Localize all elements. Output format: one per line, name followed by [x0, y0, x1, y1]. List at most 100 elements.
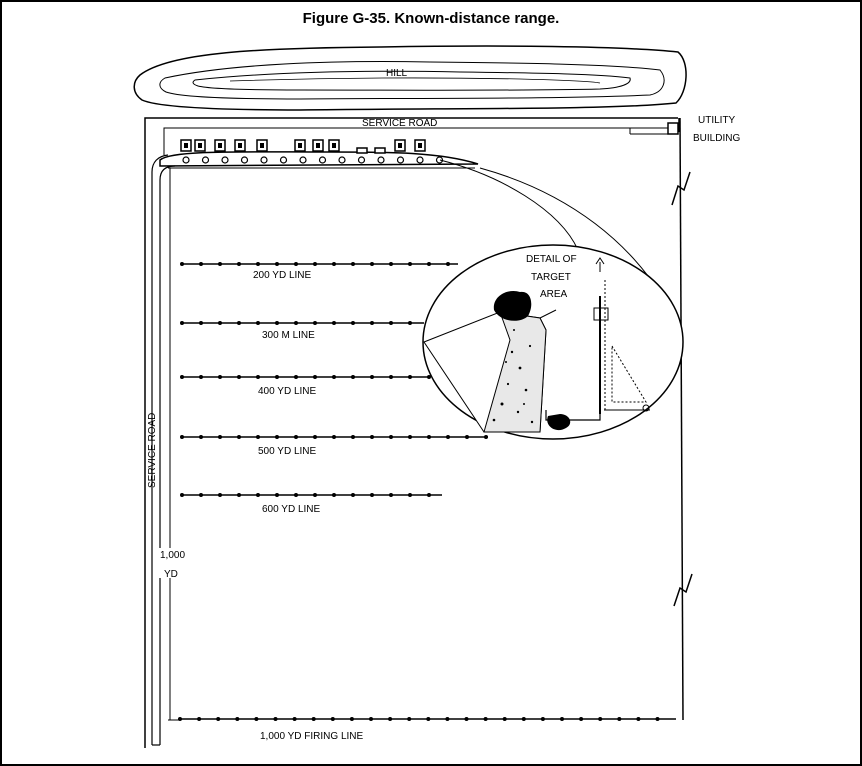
detail-label-line3: AREA: [540, 289, 568, 300]
utility-label-line1: UTILITY: [698, 115, 736, 126]
firing-point-marker: [199, 262, 203, 266]
firing-point-marker: [275, 435, 279, 439]
detail-label-line1: DETAIL OF: [526, 254, 577, 265]
lowered-target-frame: [374, 147, 386, 154]
firing-point-marker: [521, 717, 526, 721]
firing-point-marker: [294, 435, 298, 439]
target-number-post: [338, 156, 346, 164]
target-face: [238, 143, 242, 148]
firing-point-marker: [332, 435, 336, 439]
firing-point-marker: [180, 321, 184, 325]
firing-line-1000-yd: [178, 717, 676, 721]
firing-point-marker: [426, 717, 431, 721]
target-face: [260, 143, 264, 148]
firing-point-marker: [256, 435, 260, 439]
firing-point-marker: [370, 321, 374, 325]
utility-label-line2: BUILDING: [693, 133, 740, 144]
firing-point-marker: [218, 375, 222, 379]
firing-point-marker: [370, 493, 374, 497]
firing-point-marker: [235, 717, 240, 721]
service-road-top: [163, 127, 668, 155]
firing-point-marker: [446, 262, 450, 266]
firing-point-marker: [351, 435, 355, 439]
service-road-top-label: SERVICE ROAD: [362, 118, 437, 129]
target-number-post: [299, 156, 307, 164]
target-number-post: [357, 156, 366, 164]
target-frames: [180, 139, 426, 154]
target-number-post: [377, 156, 385, 164]
firing-point-marker: [218, 435, 222, 439]
firing-point-marker: [199, 435, 203, 439]
detail-label-line2: TARGET: [531, 272, 571, 283]
firing-point-marker: [294, 321, 298, 325]
firing-point-marker: [560, 717, 564, 721]
distance-marker: [168, 167, 180, 721]
firing-point-marker: [389, 375, 393, 379]
firing-point-marker: [275, 262, 279, 266]
target-face: [298, 143, 302, 148]
target-face: [418, 143, 422, 148]
firing-point-marker: [332, 493, 336, 497]
target-face: [332, 143, 336, 148]
firing-point-marker: [617, 717, 622, 721]
firing-point-marker: [199, 321, 203, 325]
firing-point-marker: [427, 493, 431, 497]
firing-point-marker: [351, 262, 355, 266]
firing-point-marker: [313, 435, 317, 439]
firing-point-marker: [313, 375, 317, 379]
firing-point-marker: [275, 321, 279, 325]
firing-point-marker: [256, 321, 260, 325]
firing-point-marker: [483, 717, 488, 721]
target-number-post: [182, 156, 190, 164]
firing-point-marker: [446, 435, 450, 439]
distance-label-bg: [158, 548, 180, 578]
firing-point-marker: [540, 717, 545, 721]
firing-point-marker: [180, 375, 184, 379]
firing-point-marker: [579, 717, 584, 721]
firing-point-marker: [311, 717, 316, 721]
target-number-post: [201, 156, 210, 164]
hill: [133, 45, 687, 111]
firing-point-marker: [197, 717, 202, 721]
break-symbols: [671, 171, 693, 607]
firing-point-marker: [408, 493, 412, 497]
target-number-post: [396, 156, 405, 164]
target-face: [316, 143, 320, 148]
firing-point-marker: [484, 435, 488, 439]
firing-point-marker: [275, 375, 279, 379]
firing-point-marker: [464, 717, 469, 721]
firing-point-marker: [294, 375, 298, 379]
firing-point-marker: [218, 321, 222, 325]
firing-point-marker: [351, 493, 355, 497]
utility-building: [667, 122, 679, 135]
firing-point-marker: [294, 493, 298, 497]
firing-point-marker: [655, 717, 660, 721]
detail-target-area: [422, 244, 684, 440]
firing-point-marker: [313, 321, 317, 325]
range-boundary: [144, 117, 684, 748]
target-face: [198, 143, 202, 148]
distance-label-line2: YD: [164, 569, 178, 580]
firing-point-marker: [275, 493, 279, 497]
firing-point-marker: [370, 435, 374, 439]
firing-point-marker: [199, 375, 203, 379]
target-number-post: [416, 156, 424, 164]
firing-point-marker: [389, 493, 393, 497]
target-number-post: [435, 156, 444, 164]
firing-point-marker: [427, 435, 431, 439]
range-line-400-yd: [180, 375, 431, 379]
lowered-target-frame: [356, 147, 368, 154]
range-line-500-label: 500 YD LINE: [258, 446, 317, 457]
target-face: [218, 143, 222, 148]
firing-point-marker: [292, 717, 297, 721]
target-number-post: [318, 156, 327, 164]
firing-point-marker: [502, 717, 507, 721]
firing-point-marker: [216, 717, 221, 721]
firing-point-marker: [598, 717, 603, 721]
service-road-side-label: SERVICE ROAD: [147, 413, 158, 488]
firing-point-marker: [351, 321, 355, 325]
firing-point-marker: [408, 435, 412, 439]
firing-point-marker: [313, 493, 317, 497]
firing-point-marker: [313, 262, 317, 266]
figure-title: Figure G-35. Known-distance range.: [302, 10, 560, 27]
